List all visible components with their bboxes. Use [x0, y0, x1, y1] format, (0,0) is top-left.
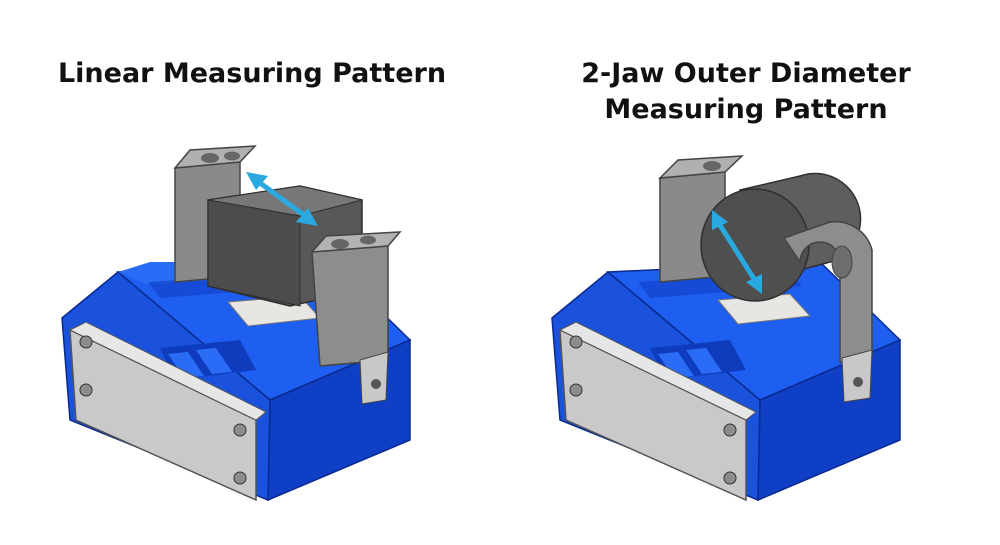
- front-plate: [558, 321, 757, 502]
- cylinder-workpiece: [700, 172, 862, 302]
- title-line: Linear Measuring Pattern: [57, 58, 447, 89]
- title-line: Measuring Pattern: [604, 94, 888, 125]
- outer-diameter-measuring-figure: 2-Jaw Outer Diameter Measuring Pattern: [500, 0, 1000, 545]
- right-jaw: [310, 231, 402, 405]
- linear-measuring-figure: Linear Measuring Pattern: [2, 56, 502, 502]
- double-headed-arrow-icon: [246, 172, 318, 226]
- gripper-illustration: [61, 145, 412, 502]
- double-headed-arrow-icon: [712, 210, 762, 294]
- right-jaw: [782, 220, 873, 403]
- figure-title: 2-Jaw Outer Diameter Measuring Pattern: [496, 56, 996, 128]
- gripper-illustration: [551, 155, 902, 502]
- title-line: 2-Jaw Outer Diameter: [581, 58, 911, 89]
- figure-title: Linear Measuring Pattern: [2, 56, 502, 92]
- front-plate: [68, 321, 267, 502]
